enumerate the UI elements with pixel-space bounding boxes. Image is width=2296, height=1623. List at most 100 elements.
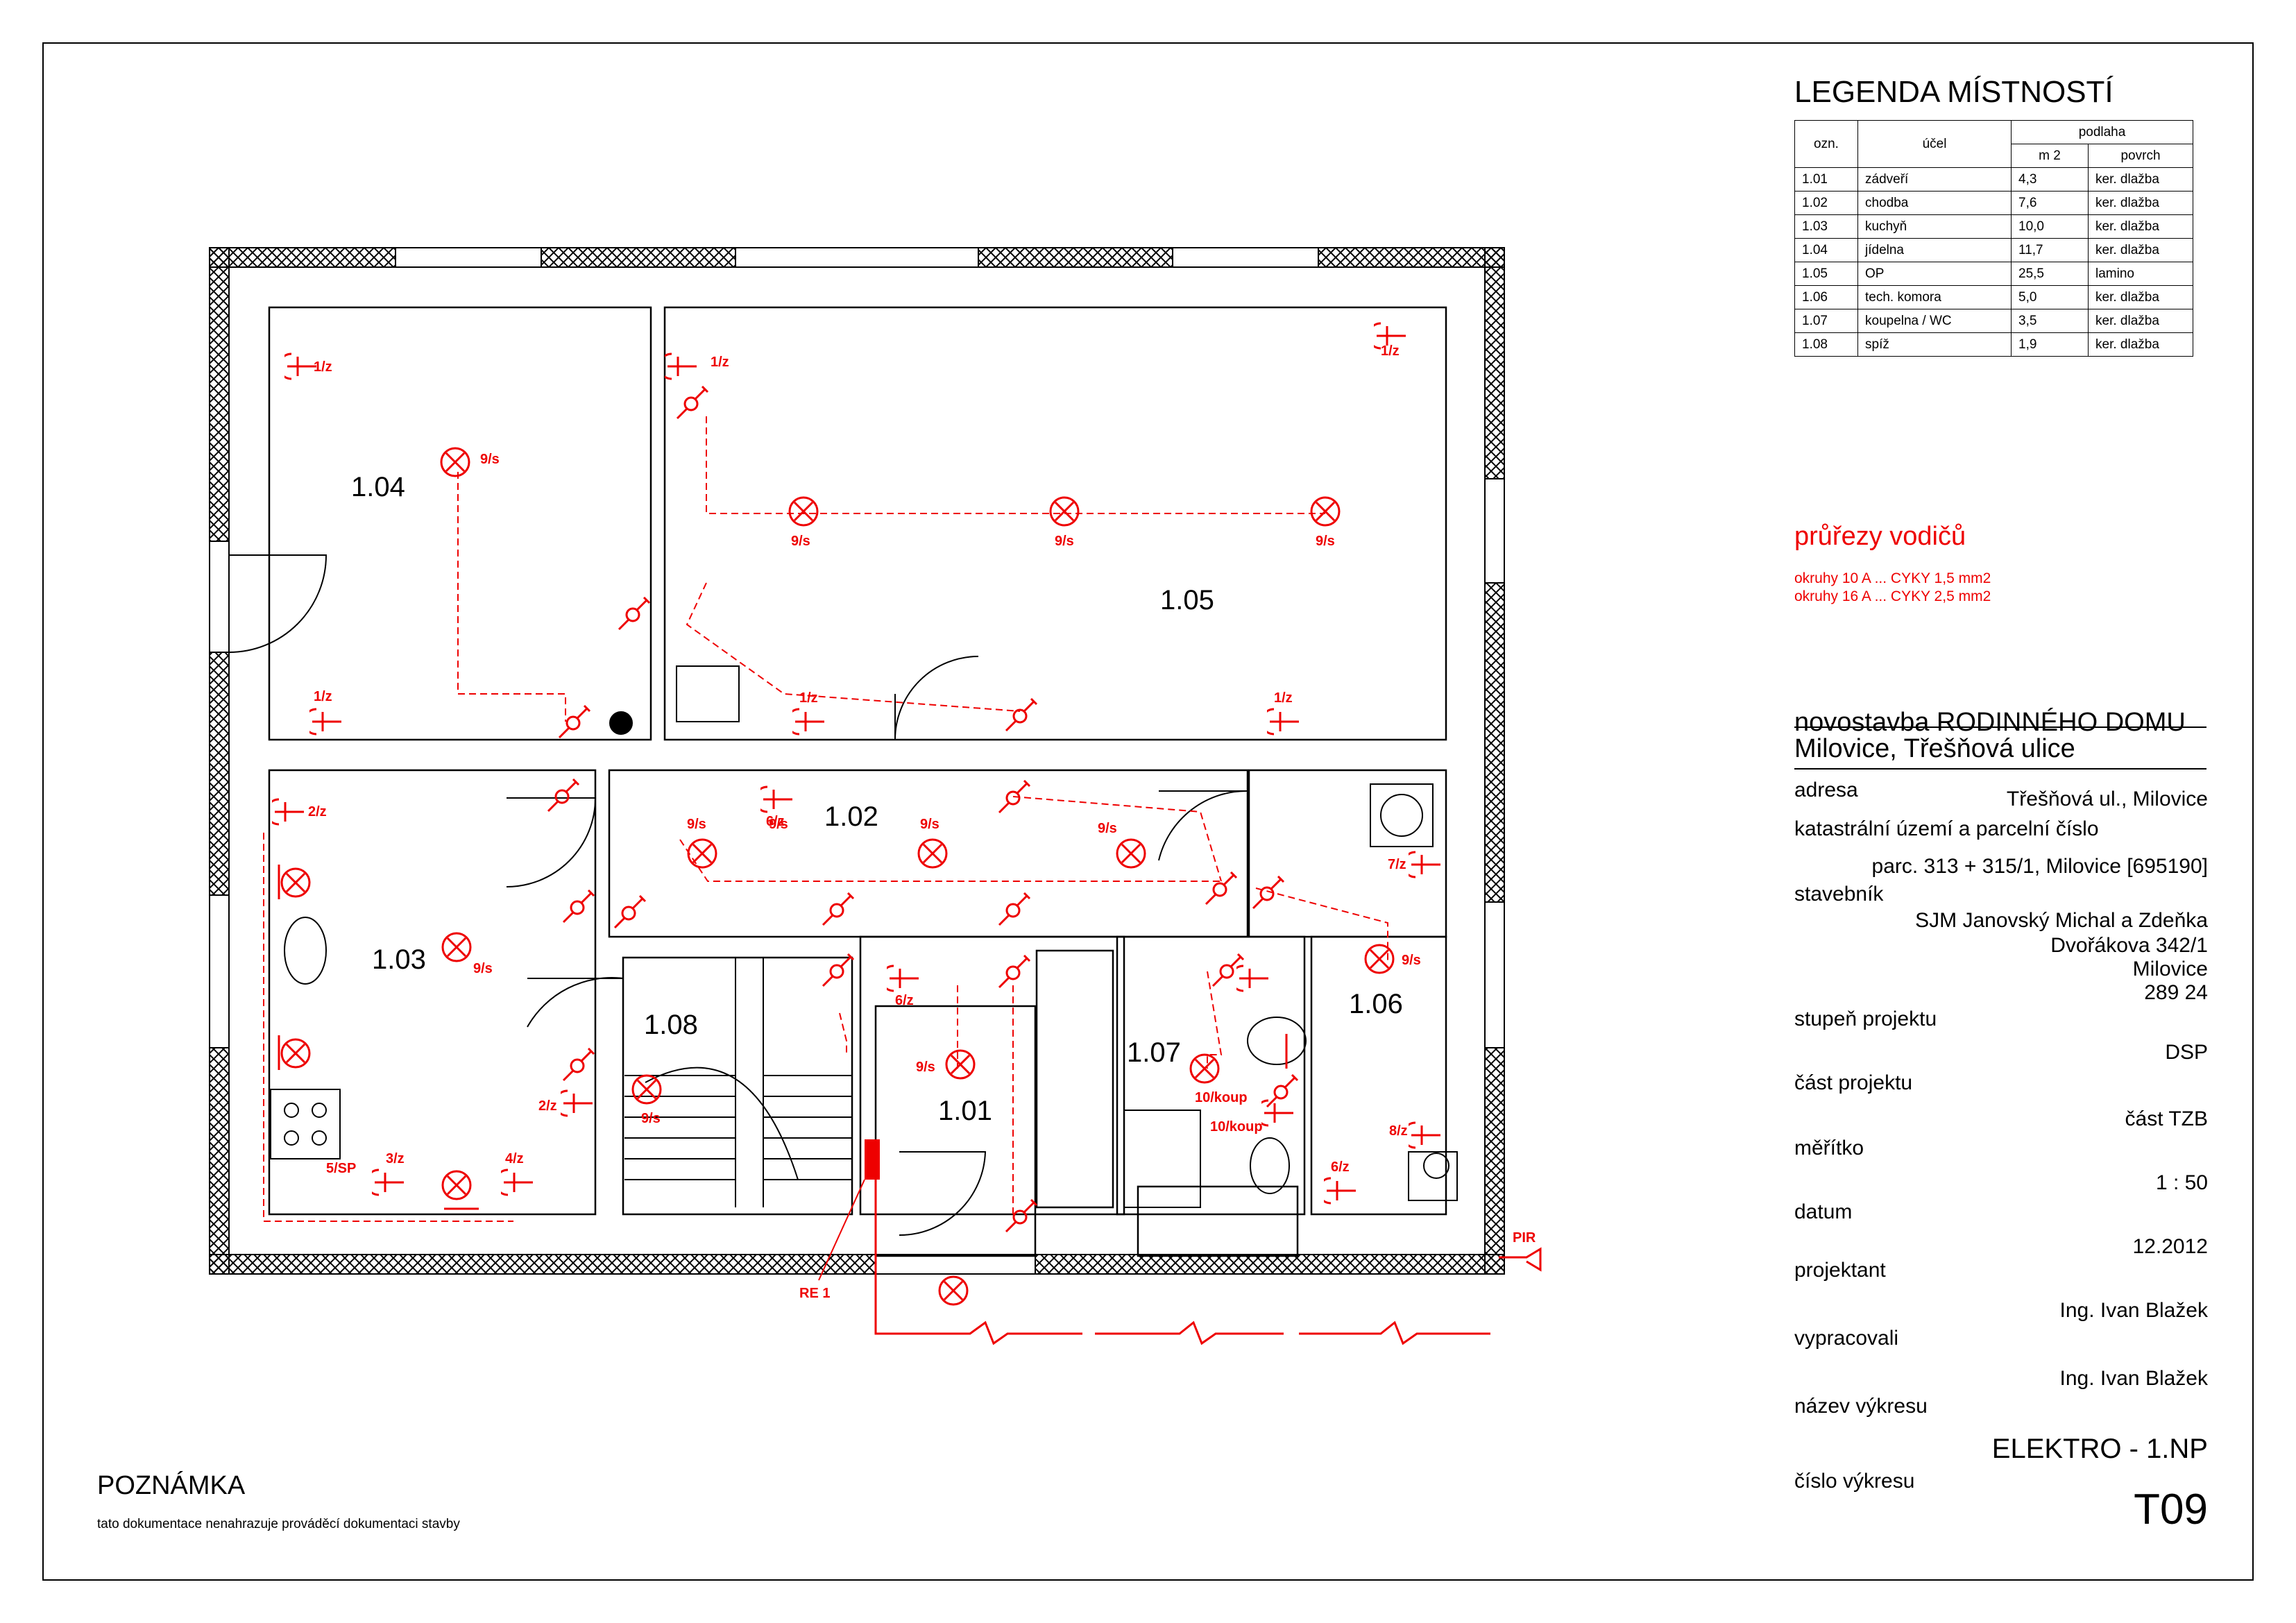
sheet-frame [42,42,2254,1581]
light-switch [676,386,709,420]
legend-cell-id: 1.02 [1794,191,1858,215]
label-6z: 6/z [895,993,914,1008]
light-switch [618,597,651,631]
prepared-value: Ing. Ivan Blažek [2059,1367,2208,1390]
light-switch [547,779,580,813]
light-switch [998,892,1031,926]
label-9s: 9/s [1316,534,1335,549]
light-fixture [1364,944,1395,974]
scale-value: 1 : 50 [2155,1171,2208,1194]
prepared-label: vypracovali [1794,1327,1899,1350]
legend-cell-purpose: koupelna / WC [1857,309,2012,333]
socket-outlet [501,1169,534,1196]
light-fixture [687,838,717,869]
legend-title: LEGENDA MÍSTNOSTÍ [1794,75,2114,109]
builder-line: 289 24 [2144,981,2208,1004]
legend-cell-purpose: spíž [1857,332,2012,357]
label-1z: 1/z [1381,343,1400,359]
label-6z: 6/z [766,814,785,829]
light-fixture [1189,1053,1220,1084]
light-fixture [441,932,472,962]
door-swings [228,554,1250,1236]
legend-cell-area: 1,9 [2011,332,2089,357]
wall-lights [278,865,1288,1210]
light-fixture [280,867,311,898]
label-9s: 9/s [920,817,939,832]
light-fixture [280,1038,311,1069]
label-9s: 9/s [687,817,706,832]
light-fixture [440,447,470,477]
light-switch [998,955,1031,989]
legend-cell-surface: ker. dlažba [2088,167,2193,192]
socket-outlet [1236,965,1270,992]
label-pir: PIR [1513,1230,1536,1246]
room-number: 1.04 [351,472,405,502]
label-6z: 6/z [1331,1159,1350,1175]
light-switch [1205,872,1238,906]
label-9s: 9/s [473,961,493,976]
room-number: 1.01 [938,1096,992,1126]
light-switch [822,953,855,987]
light-fixture [917,838,948,869]
light-fixture [938,1275,969,1306]
part-label: část projektu [1794,1071,1913,1094]
legend-cell-surface: ker. dlažba [2088,309,2193,333]
light-fixture [441,1170,472,1200]
designer-label: projektant [1794,1259,1886,1282]
legend-header-floor: podlaha [2011,120,2193,144]
pir-sensor-icon [1499,1247,1542,1272]
light-fixture [1310,496,1341,527]
room-number: 1.02 [824,801,878,832]
legend-cell-area: 25,5 [2011,262,2089,286]
designer-value: Ing. Ivan Blažek [2059,1299,2208,1322]
legend-cell-surface: lamino [2088,262,2193,286]
label-2z: 2/z [308,804,327,819]
ceiling-lights [280,447,1395,1306]
legend-cell-area: 11,7 [2011,238,2089,262]
light-switch [1211,953,1245,987]
stage-label: stupeň projektu [1794,1008,1937,1030]
light-switch [1005,1199,1038,1233]
label-9s: 9/s [916,1060,935,1075]
drawing-number-label: číslo výkresu [1794,1470,1915,1493]
legend-cell-surface: ker. dlažba [2088,238,2193,262]
legend-cell-id: 1.06 [1794,285,1858,309]
light-switch [613,895,647,929]
project-title-line: novostavba RODINNÉHO DOMU [1794,708,2186,737]
label-9s: 9/s [1402,953,1421,968]
socket-outlet [561,1089,594,1117]
legend-cell-purpose: chodba [1857,191,2012,215]
socket-outlet [760,785,794,813]
builder-line: SJM Janovský Michal a Zdeňka [1915,909,2208,932]
cadastre-label: katastrální území a parcelní číslo [1794,817,2099,840]
legend-cell-id: 1.04 [1794,238,1858,262]
room-number: 1.05 [1160,585,1214,615]
room-number: 1.07 [1127,1037,1181,1068]
date-value: 12.2012 [2132,1235,2208,1258]
light-switch [1266,1074,1299,1108]
label-9s: 9/s [641,1111,661,1126]
symbol-labels: 1/z 1/z 1/z 1/z 1/z 1/z 9/s 9/s 9/s 9/s … [308,343,1536,1301]
legend-cell-id: 1.08 [1794,332,1858,357]
drawing-name-value: ELEKTRO - 1.NP [1991,1434,2208,1464]
light-fixture [1116,838,1146,869]
legend-header-id: ozn. [1794,120,1858,168]
label-9s: 9/s [1098,821,1117,836]
part-value: část TZB [2125,1107,2208,1130]
legend-cell-area: 4,3 [2011,167,2089,192]
label-1z: 1/z [711,355,729,370]
label-1z: 1/z [314,689,332,704]
socket-outlet [272,798,305,826]
legend-cell-purpose: kuchyň [1857,214,2012,239]
cross-section-title: průřezy vodičů [1794,522,1966,551]
legend-header-area: m 2 [2011,144,2089,168]
room-number: 1.08 [644,1010,698,1040]
label-1z: 1/z [314,359,332,375]
light-switch [562,1048,595,1082]
